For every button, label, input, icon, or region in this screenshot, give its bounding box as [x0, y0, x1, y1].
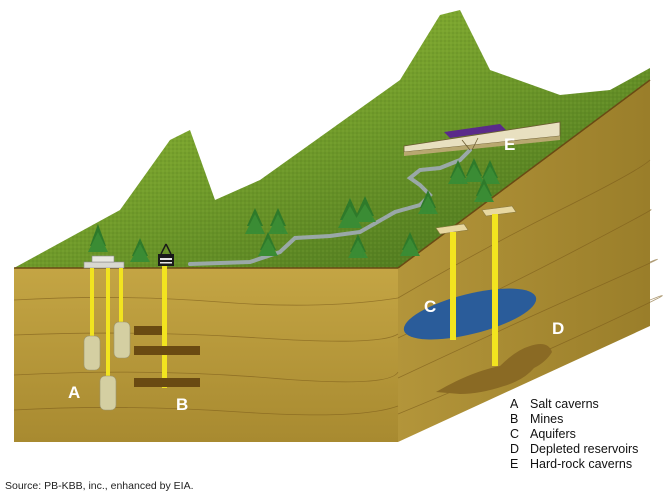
tree [258, 232, 278, 256]
trees [88, 158, 500, 262]
salt-cavern [99, 375, 117, 411]
well-pipe [119, 268, 123, 324]
salt-cavern [113, 321, 131, 359]
tree [338, 198, 362, 228]
mines-site: B [134, 243, 200, 414]
tree [348, 234, 368, 258]
well-pipe [106, 268, 110, 378]
tree [130, 238, 150, 262]
salt-caverns-site: A [68, 255, 131, 411]
label-b: B [176, 395, 188, 414]
mine-shaft [162, 266, 167, 388]
salt-cavern [83, 335, 101, 371]
legend-label: Aquifers [530, 427, 576, 441]
legend-letter: C [510, 427, 519, 441]
aquifer [403, 288, 537, 340]
mine-tunnel [134, 346, 200, 355]
tree [480, 160, 500, 184]
legend-label: Salt caverns [530, 397, 599, 411]
well-pipe [492, 214, 498, 366]
depleted-reservoir [436, 344, 552, 394]
well-pad [435, 223, 469, 235]
label-d: D [552, 319, 564, 338]
legend-label: Depleted reservoirs [530, 442, 638, 456]
wellhead-platform [83, 261, 125, 269]
block-side-face [398, 80, 650, 442]
legend-letter: A [510, 397, 519, 411]
terrain-surface [14, 10, 651, 269]
hard-rock-cavern-site: E [403, 121, 561, 156]
tree [418, 190, 438, 214]
legend-letter: D [510, 442, 519, 456]
tree [464, 158, 484, 182]
tree [245, 208, 265, 234]
well-pipe [90, 268, 94, 338]
legend: A Salt caverns B Mines C Aquifers D Depl… [510, 397, 638, 471]
tree [268, 208, 288, 234]
label-a: A [68, 383, 80, 402]
cavern-chambers [444, 124, 506, 138]
aquifer-site: C [403, 223, 537, 340]
well-pad [481, 205, 517, 217]
legend-label: Mines [530, 412, 563, 426]
depleted-reservoir-site: D [436, 205, 564, 394]
legend-letter: E [510, 457, 518, 471]
mine-tunnel [134, 378, 200, 387]
source-caption: Source: PB-KBB, inc., enhanced by EIA. [5, 480, 194, 492]
label-c: C [424, 297, 436, 316]
tree [354, 196, 376, 222]
tree [88, 224, 108, 252]
legend-letter: B [510, 412, 518, 426]
tree [474, 178, 494, 202]
pipeline [188, 148, 472, 266]
tree [400, 232, 420, 256]
block-front-face [14, 268, 398, 442]
mine-tunnel [134, 326, 162, 335]
tree [448, 160, 468, 184]
well-pipe [450, 232, 456, 340]
label-e: E [504, 135, 515, 154]
legend-label: Hard-rock caverns [530, 457, 632, 471]
